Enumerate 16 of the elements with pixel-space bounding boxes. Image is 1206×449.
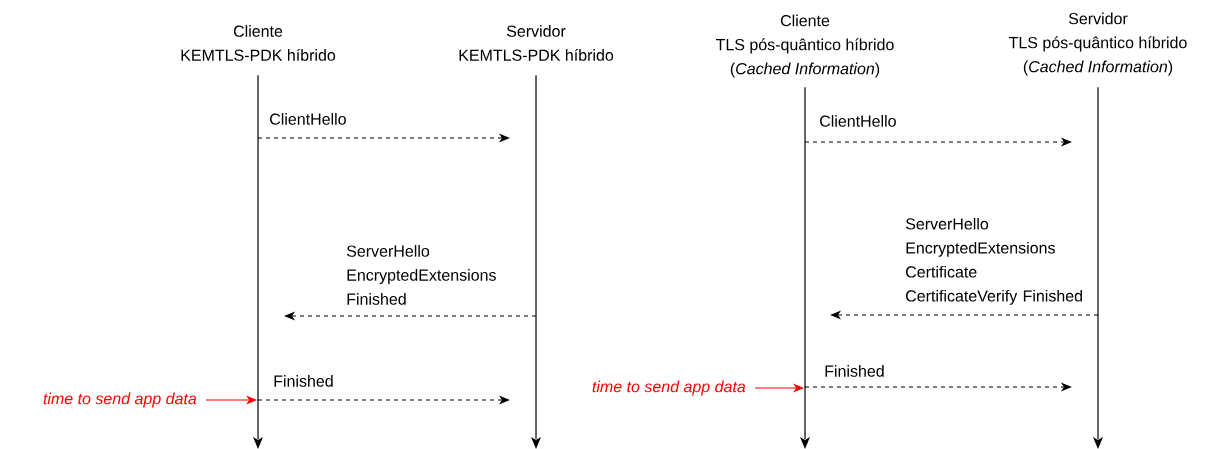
edge-label: Finished	[825, 365, 884, 377]
annotation-text: time to send app data	[43, 392, 197, 408]
lifeline-header: Servidor KEMTLS-PDK híbrido	[459, 25, 614, 61]
edge-label: Finished	[274, 375, 333, 387]
annotation-text: time to send app data	[592, 380, 746, 396]
lifeline-arrow	[1093, 87, 1103, 449]
lifeline-arrow	[800, 87, 810, 449]
lifeline-arrow	[253, 75, 263, 449]
lifeline-header: Cliente KEMTLS-PDK híbrido	[181, 25, 336, 61]
edge-label: ClientHello	[270, 113, 346, 125]
edge-label: ServerHello EncryptedExtensions Certificate CertificateVerify Finished	[905, 217, 1082, 305]
lifeline-arrow	[531, 75, 541, 449]
edge-label: ServerHello EncryptedExtensions Finished	[346, 245, 496, 305]
edge-label: ClientHello	[820, 115, 896, 127]
lifeline-header: Cliente TLS pós-quântico híbrido (Cached Information)	[716, 14, 894, 78]
lifeline-header: Servidor TLS pós-quântico híbrido (Cached Information)	[1009, 12, 1187, 76]
